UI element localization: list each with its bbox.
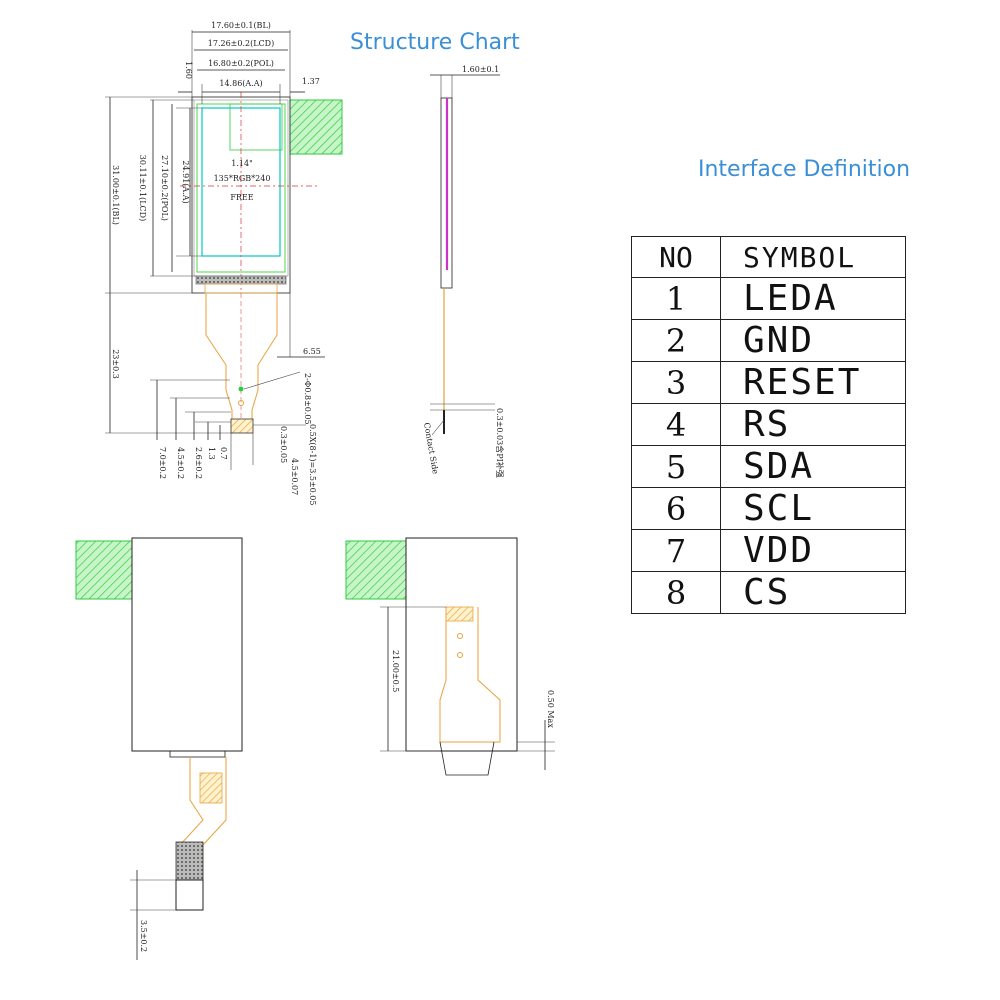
dim-d: 4.5±0.2 <box>176 447 185 479</box>
dim-thickness: 1.60±0.1 <box>462 65 499 74</box>
dim-aa-height: 24.91(A.A) <box>181 160 190 203</box>
dim-e: 7.0±0.2 <box>158 447 167 479</box>
side-view: 1.60±0.1 0.3±0.03含PI补强 Contact Side <box>422 65 505 478</box>
dim-fpc-width: 6.55 <box>303 347 321 356</box>
interface-definition-title: Interface Definition <box>698 157 911 182</box>
folded-fpc <box>439 607 501 743</box>
pin-no: 5 <box>631 445 721 488</box>
fpc-tail <box>205 293 278 431</box>
table-row: 1 LEDA <box>631 277 906 320</box>
back-tape-hatch <box>75 540 133 600</box>
pin-symbol: LEDA <box>720 277 906 320</box>
dim-pitch: 0.5X(8-1)=3.5±0.05 <box>308 424 317 505</box>
alignment-hole-1 <box>238 386 244 392</box>
free-label: FREE <box>230 193 253 202</box>
tape-outline <box>229 103 283 151</box>
interface-table: NO SYMBOL 1 LEDA 2 GND 3 RESET 4 RS 5 SD… <box>631 236 906 614</box>
dim-stiffener: 3.5±0.2 <box>139 920 148 952</box>
back-frame <box>131 537 243 752</box>
fpc-contact-pads <box>230 418 254 434</box>
ic-area <box>195 275 287 285</box>
dim-pad: 0.3±0.05 <box>279 426 288 463</box>
pin-no: 1 <box>631 277 721 320</box>
pin-symbol: SCL <box>720 487 906 530</box>
back-fpc-pad <box>199 772 223 804</box>
pin-symbol: RESET <box>720 361 906 404</box>
folded-fpc-pad <box>445 606 474 622</box>
dim-max: 0.50 Max <box>546 690 555 728</box>
dim-hole: 2-Φ0.8±0.05 <box>303 373 312 425</box>
table-row: 8 CS <box>631 571 906 614</box>
table-row: 6 SCL <box>631 487 906 530</box>
pin-no: 6 <box>631 487 721 530</box>
back-connector <box>175 879 204 911</box>
folded-tape-hatch <box>345 540 407 600</box>
alignment-hole-2 <box>238 400 244 406</box>
table-row: 7 VDD <box>631 529 906 572</box>
dim-lcd-width: 17.26±0.2(LCD) <box>208 39 274 48</box>
dim-bl-height: 31.00±0.1(BL) <box>111 165 120 225</box>
dim-b: 1.3 <box>207 447 216 460</box>
interface-table-header: NO SYMBOL <box>631 236 906 278</box>
pin-symbol: RS <box>720 403 906 446</box>
dim-fpc-length: 23±0.3 <box>111 349 120 379</box>
dim-right-offset: 1.37 <box>302 77 320 86</box>
dim-fpc-thickness: 0.3±0.03含PI补强 <box>495 408 505 478</box>
back-view-folded: 21.00±0.5 0.50 Max <box>345 537 555 776</box>
dim-left-offset: 1.60 <box>184 61 193 79</box>
pin-symbol: SDA <box>720 445 906 488</box>
dim-lcd-height: 30.11±0.1(LCD) <box>138 155 147 221</box>
back-view: 3.5±0.2 <box>75 537 243 960</box>
pin-no: 4 <box>631 403 721 446</box>
pin-no: 3 <box>631 361 721 404</box>
pin-no: 2 <box>631 319 721 362</box>
header-symbol: SYMBOL <box>720 236 906 278</box>
contact-side-label: Contact Side <box>422 422 440 475</box>
dim-bl-width: 17.60±0.1(BL) <box>211 21 271 30</box>
table-row: 2 GND <box>631 319 906 362</box>
resolution-label: 135*RGB*240 <box>214 174 271 183</box>
pin-symbol: GND <box>720 319 906 362</box>
back-stiffener <box>175 841 204 881</box>
pin-no: 7 <box>631 529 721 572</box>
dim-a: 0.7 <box>219 447 228 460</box>
dim-aa-width: 14.86(A.A) <box>219 79 262 88</box>
dim-pol-width: 16.80±0.2(POL) <box>208 59 274 68</box>
front-view: 1.14" 135*RGB*240 FREE 17.60±0.1(BL) 17.… <box>105 21 343 505</box>
pin-symbol: VDD <box>720 529 906 572</box>
dim-c: 2.6±0.2 <box>194 447 203 479</box>
dim-fold-length: 21.00±0.5 <box>391 650 400 692</box>
table-row: 3 RESET <box>631 361 906 404</box>
table-row: 4 RS <box>631 403 906 446</box>
folded-frame <box>405 537 518 752</box>
tape-hatch <box>289 99 343 155</box>
table-row: 5 SDA <box>631 445 906 488</box>
dim-pad-width: 4.5±0.07 <box>290 458 299 495</box>
size-label: 1.14" <box>231 159 253 168</box>
header-no: NO <box>631 236 721 278</box>
dim-pol-height: 27.10±0.2(POL) <box>160 155 169 221</box>
structure-chart-title: Structure Chart <box>350 30 520 55</box>
pin-symbol: CS <box>720 571 906 614</box>
pin-no: 8 <box>631 571 721 614</box>
